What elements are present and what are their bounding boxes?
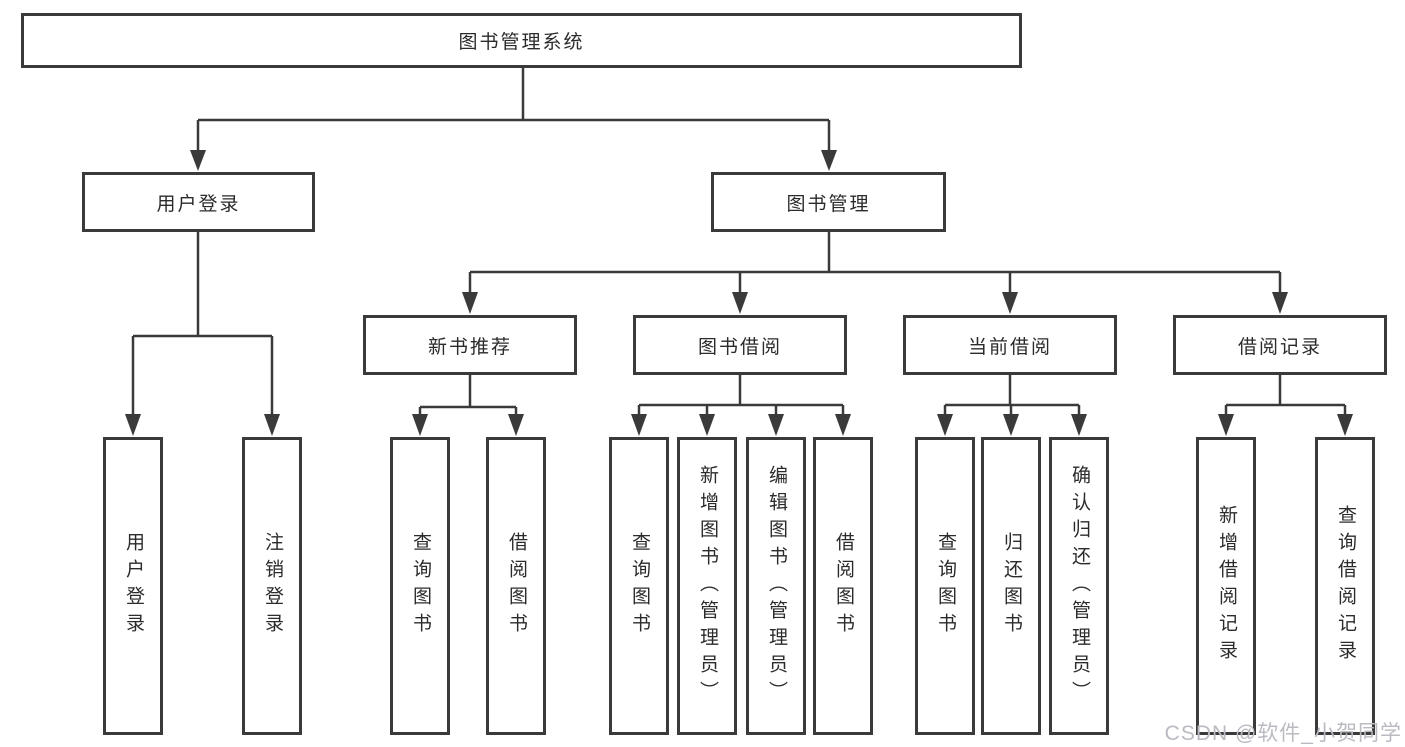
connector-user-login-to-leaves	[125, 232, 280, 436]
node-current-borrow: 当前借阅	[903, 315, 1117, 375]
connector-book-management-to-level3	[462, 232, 1288, 314]
node-borrow-records: 借阅记录	[1173, 315, 1387, 375]
csdn-watermark: CSDN @软件_小贺同学	[1164, 722, 1402, 745]
node-new-book-recommend: 新书推荐	[363, 315, 577, 375]
leaf-add-borrow-record: 新增借阅记录	[1196, 437, 1256, 735]
connector-new-book-recommend-to-leaves	[412, 375, 524, 436]
leaf-edit-books-admin: 编辑图书（管理员）	[746, 437, 806, 735]
leaf-logout: 注销登录	[242, 437, 302, 735]
connector-borrow-records-to-leaves	[1218, 375, 1353, 436]
leaf-add-books-admin: 新增图书（管理员）	[677, 437, 737, 735]
leaf-query-books-borrow: 查询图书	[609, 437, 669, 735]
leaf-borrow-books-recommend: 借阅图书	[486, 437, 546, 735]
node-user-login: 用户登录	[82, 172, 315, 232]
leaf-confirm-return-admin: 确认归还（管理员）	[1049, 437, 1109, 735]
connector-root-to-level2	[190, 68, 837, 171]
node-book-borrow: 图书借阅	[633, 315, 847, 375]
leaf-query-books-current: 查询图书	[915, 437, 975, 735]
leaf-query-books-recommend: 查询图书	[390, 437, 450, 735]
connector-book-borrow-to-leaves	[631, 375, 851, 436]
node-root-library-management-system: 图书管理系统	[21, 13, 1022, 68]
leaf-return-books: 归还图书	[981, 437, 1041, 735]
leaf-query-borrow-record: 查询借阅记录	[1315, 437, 1375, 735]
connector-current-borrow-to-leaves	[937, 375, 1087, 436]
leaf-borrow-books: 借阅图书	[813, 437, 873, 735]
node-book-management: 图书管理	[711, 172, 946, 232]
leaf-user-login: 用户登录	[103, 437, 163, 735]
